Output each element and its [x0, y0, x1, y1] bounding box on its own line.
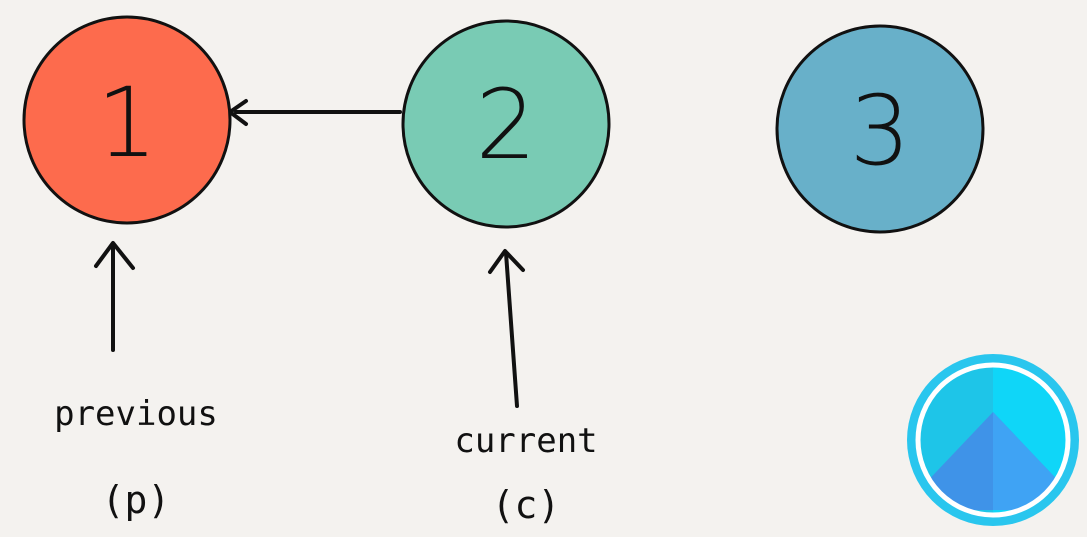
node-2: 2: [401, 19, 611, 229]
node-1: 1: [22, 15, 232, 225]
current-pointer-arrow: [488, 249, 525, 408]
previous-abbr-label: (p): [102, 478, 171, 522]
node-1-circle: [22, 15, 232, 225]
node-2-label: 2: [475, 69, 536, 181]
node-1-label: 1: [96, 67, 157, 179]
node-3-circle: [775, 24, 985, 234]
link-arrow-2-to-1: [228, 99, 402, 126]
circular-logo-icon: [907, 354, 1079, 526]
node-3: 3: [775, 24, 985, 234]
previous-pointer-arrow: [94, 241, 135, 352]
node-3-label: 3: [849, 75, 910, 187]
current-abbr-label: (c): [492, 483, 561, 527]
node-2-circle: [401, 19, 611, 229]
current-label: current: [454, 421, 597, 461]
previous-label: previous: [54, 394, 218, 434]
